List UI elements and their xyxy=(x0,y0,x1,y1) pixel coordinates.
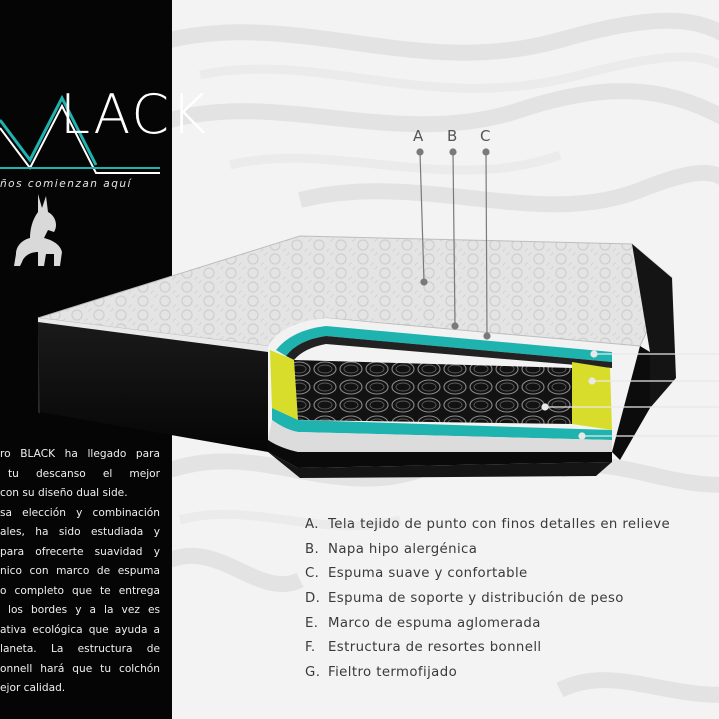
teal-foam-layer-bottom xyxy=(272,408,612,440)
description-line: nico con marco de espuma xyxy=(0,565,160,577)
description-line: ativa ecológica que ayuda a xyxy=(0,623,160,636)
description-line: para ofrecerte suavidad y xyxy=(0,545,160,558)
legend-item: G. Fieltro termofijado xyxy=(305,661,670,686)
legend-letter: B. xyxy=(305,541,320,557)
legend-item: E. Marco de espuma aglomerada xyxy=(305,612,670,637)
legend-item: F. Estructura de resortes bonnell xyxy=(305,636,670,661)
description-line: sa elección y combinación xyxy=(0,506,160,519)
donkey-icon xyxy=(14,194,62,266)
legend-item: D. Espuma de soporte y distribución de pe… xyxy=(305,587,670,612)
layer-legend: A. Tela tejido de punto con finos detalle… xyxy=(305,513,670,686)
description-line: onnell hará que tu colchón xyxy=(0,662,160,675)
legend-letter: E. xyxy=(305,615,319,631)
legend-text: Fieltro termofijado xyxy=(328,665,458,681)
description-line: laneta. La estructura de xyxy=(0,643,160,655)
description-line: ejor calidad. xyxy=(0,682,66,694)
callout-letter-a: A xyxy=(413,127,424,145)
legend-text: Espuma de soporte y distribución de peso xyxy=(328,591,624,607)
legend-letter: F. xyxy=(305,640,316,656)
legend-item: B. Napa hipo alergénica xyxy=(305,538,670,563)
legend-text: Estructura de resortes bonnell xyxy=(328,640,542,656)
legend-text: Napa hipo alergénica xyxy=(328,541,478,557)
legend-item: A. Tela tejido de punto con finos detalle… xyxy=(305,513,670,538)
description-line: los bordes y a la vez es xyxy=(8,604,160,616)
legend-letter: A. xyxy=(305,517,319,532)
legend-item: C. Espuma suave y confortable xyxy=(305,562,670,587)
callout-letter-b: B xyxy=(447,127,457,145)
description-line: o completo que te entrega xyxy=(0,584,160,597)
brand-tagline: ños comienzan aquí xyxy=(0,178,132,190)
description-text: ro BLACK ha llegado para tu descanso el … xyxy=(0,445,160,699)
description-line: ales, ha sido estudiada y xyxy=(0,526,160,538)
legend-letter: C. xyxy=(305,566,320,582)
bonnell-springs xyxy=(294,360,572,424)
description-line: ro BLACK ha llegado para xyxy=(0,448,160,460)
mattress-side-border xyxy=(38,322,268,452)
description-line: tu descanso el mejor xyxy=(8,467,160,480)
teal-foam-layer-top xyxy=(276,326,612,362)
callout-letter-c: C xyxy=(480,127,490,145)
brand-wordmark: LACK xyxy=(60,83,209,146)
legend-text: Marco de espuma aglomerada xyxy=(328,615,541,631)
legend-letter: D. xyxy=(305,591,321,607)
legend-letter: G. xyxy=(305,665,321,681)
logo-mark xyxy=(0,94,160,174)
description-line: con su diseño dual side. xyxy=(0,487,128,499)
legend-text: Espuma suave y confortable xyxy=(328,566,528,582)
legend-text: Tela tejido de punto con finos detalles … xyxy=(328,517,671,532)
yellow-foam-frame xyxy=(270,350,298,420)
